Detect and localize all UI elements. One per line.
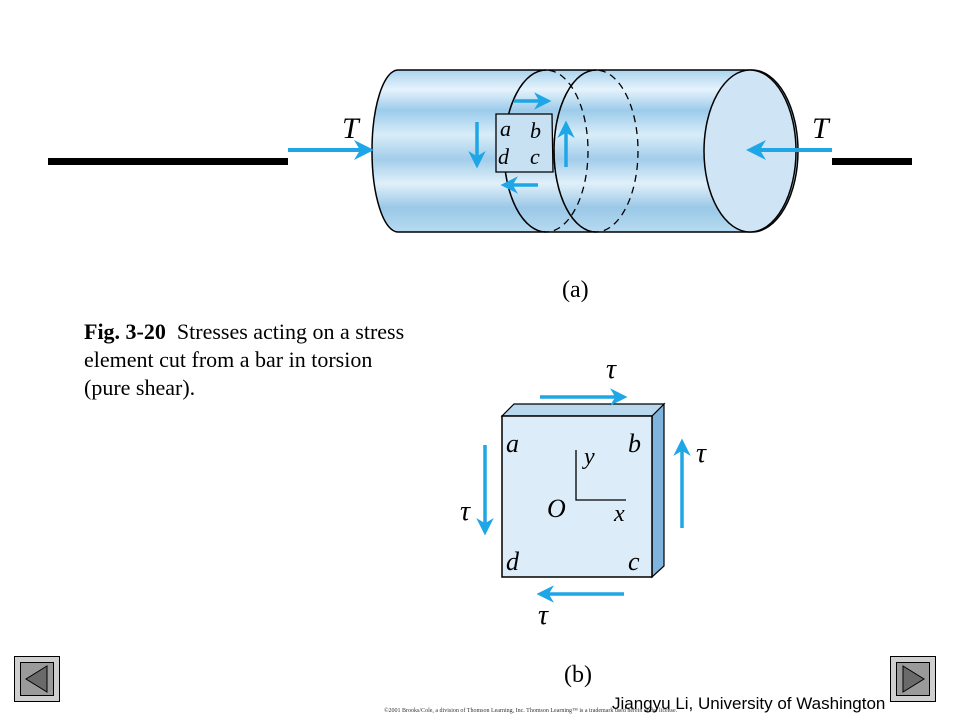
tau-label-top: τ (606, 354, 617, 385)
coordinate-axes (575, 450, 626, 501)
previous-slide-button[interactable] (14, 656, 60, 702)
figure-caption: Fig. 3-20 Stresses acting on a stress el… (84, 318, 424, 402)
corner-label-d: d (506, 547, 520, 576)
figure-a-label: (a) (562, 277, 589, 303)
element-label-c: c (530, 144, 540, 169)
corner-label-c: c (628, 547, 640, 576)
element-label-b: b (530, 118, 541, 143)
shaft-left (48, 158, 288, 165)
axis-y-label: y (582, 444, 595, 470)
element-front-face (501, 415, 653, 578)
caption-figure-number: Fig. 3-20 (84, 319, 166, 344)
next-slide-button[interactable] (890, 656, 936, 702)
tau-label-right: τ (696, 438, 707, 469)
author-credit: Jiangyu Li, University of Washington (612, 694, 886, 713)
copyright-notice: ©2001 Brooks/Cole, a division of Thomson… (384, 708, 678, 714)
surface-element (495, 113, 554, 173)
next-slide-frame (896, 662, 930, 696)
element-label-d: d (498, 144, 510, 169)
figure-b: y x O a b c d τ τ τ τ (b) (460, 354, 707, 688)
figure-b-label: (b) (564, 662, 592, 688)
torque-label-left: T (342, 112, 361, 145)
axis-x-label: x (613, 501, 625, 527)
shaft-right (832, 158, 912, 165)
previous-slide-frame (20, 662, 54, 696)
origin-label: O (547, 494, 566, 523)
element-side-face (651, 402, 665, 579)
corner-label-b: b (628, 429, 641, 458)
figure-a: a b c d T T (a) (48, 69, 912, 303)
corner-label-a: a (506, 429, 519, 458)
element-label-a: a (500, 116, 511, 141)
element-top-face (500, 403, 666, 417)
triangle-left-icon (25, 665, 48, 693)
triangle-right-icon (902, 665, 925, 693)
cross-section-2-front (553, 69, 597, 233)
torque-label-right: T (812, 112, 831, 145)
caption-text: Stresses acting on a stress element cut … (84, 319, 405, 400)
tau-label-bottom: τ (538, 600, 549, 631)
tau-label-left: τ (460, 496, 471, 527)
